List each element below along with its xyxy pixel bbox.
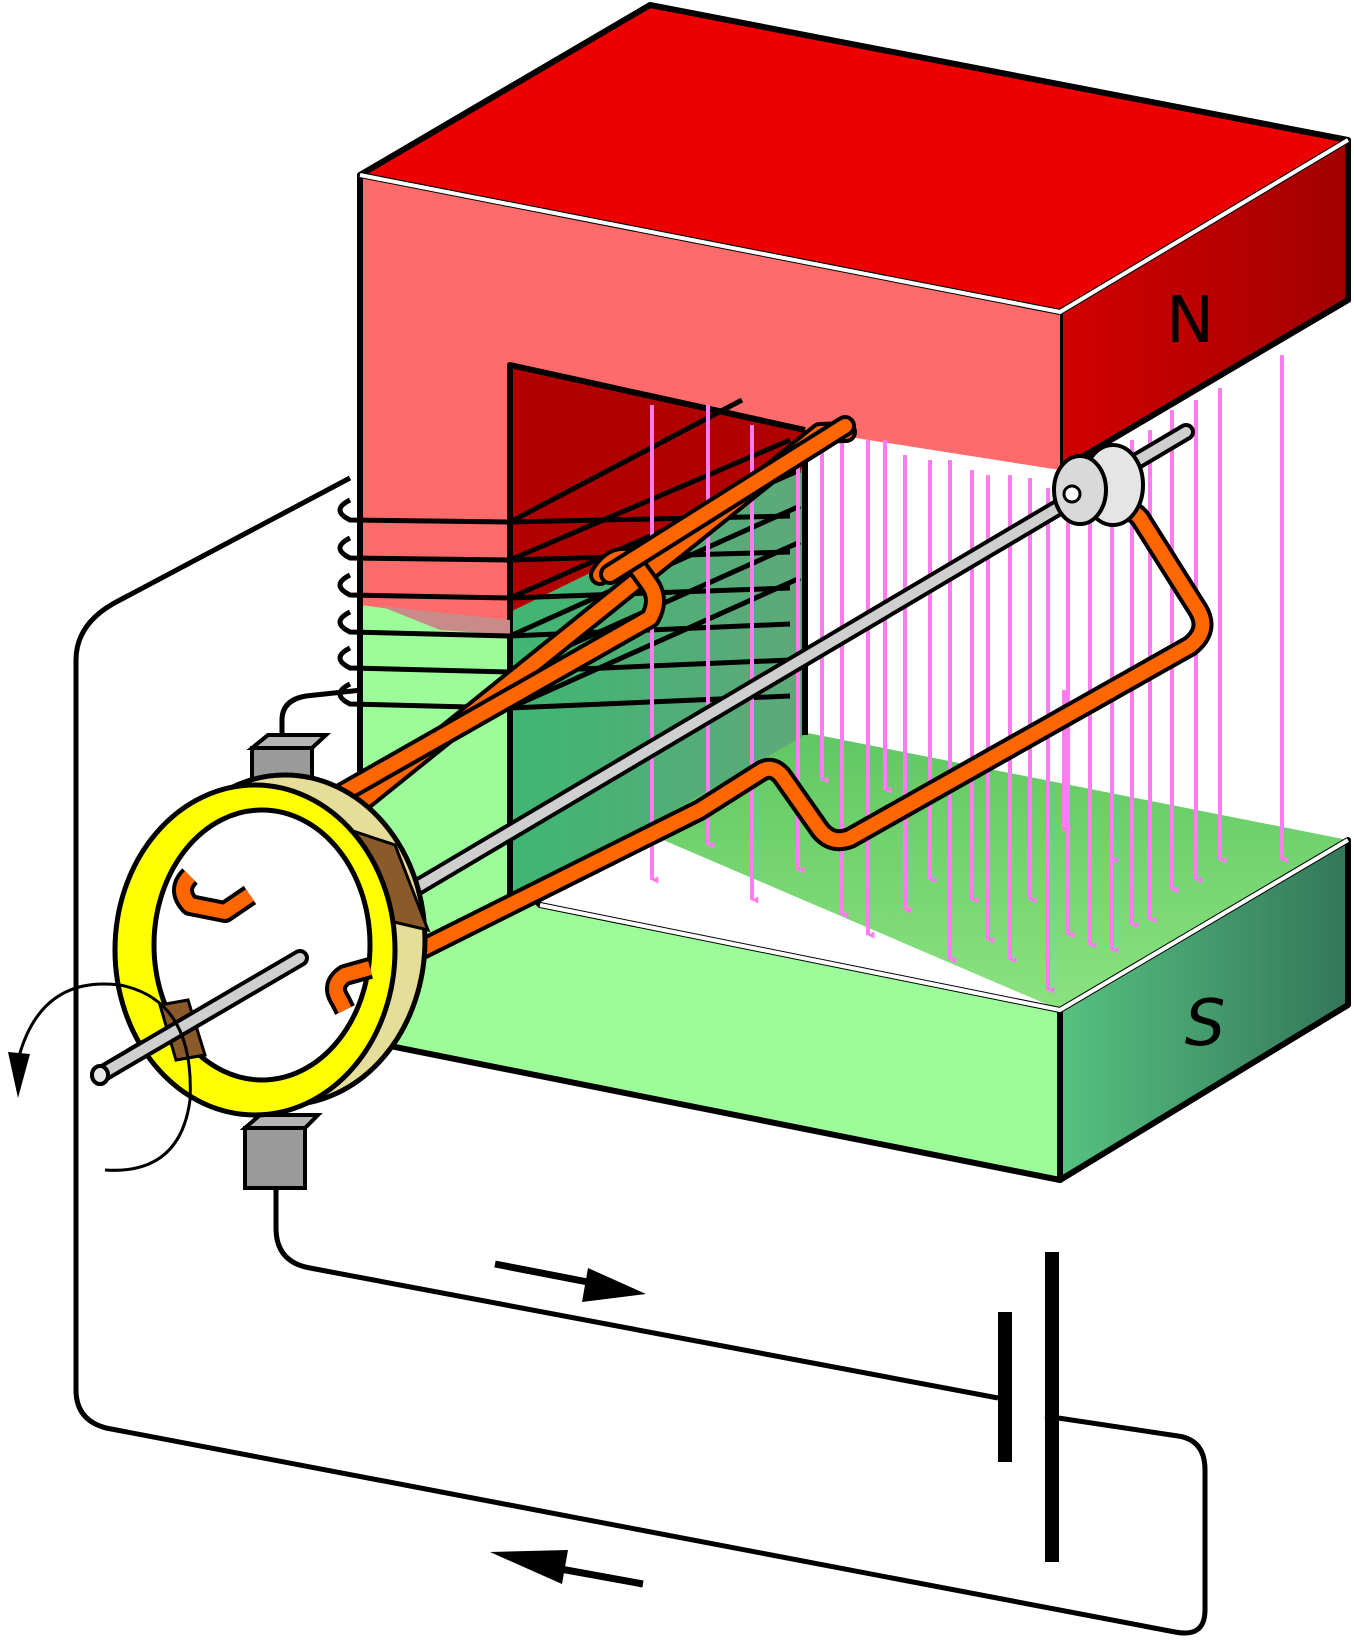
battery-icon [998,1252,1059,1562]
circuit-wire-left [73,475,1208,1636]
rotation-arrow-icon [8,982,192,1172]
rear-bearing [1052,443,1145,527]
current-arrow-right-icon [494,1260,646,1302]
north-pole-inner-face [510,365,805,612]
current-arrow-left-icon [490,1550,644,1588]
commutator [90,772,431,1118]
circuit-wire-top-brush [279,687,363,748]
north-pole-label: N [1166,284,1214,358]
south-pole-label: S [1185,987,1226,1061]
north-pole-block [357,2,1351,1040]
circuit-wire-bottom-brush [273,1188,999,1401]
brush-bottom [239,1113,323,1190]
